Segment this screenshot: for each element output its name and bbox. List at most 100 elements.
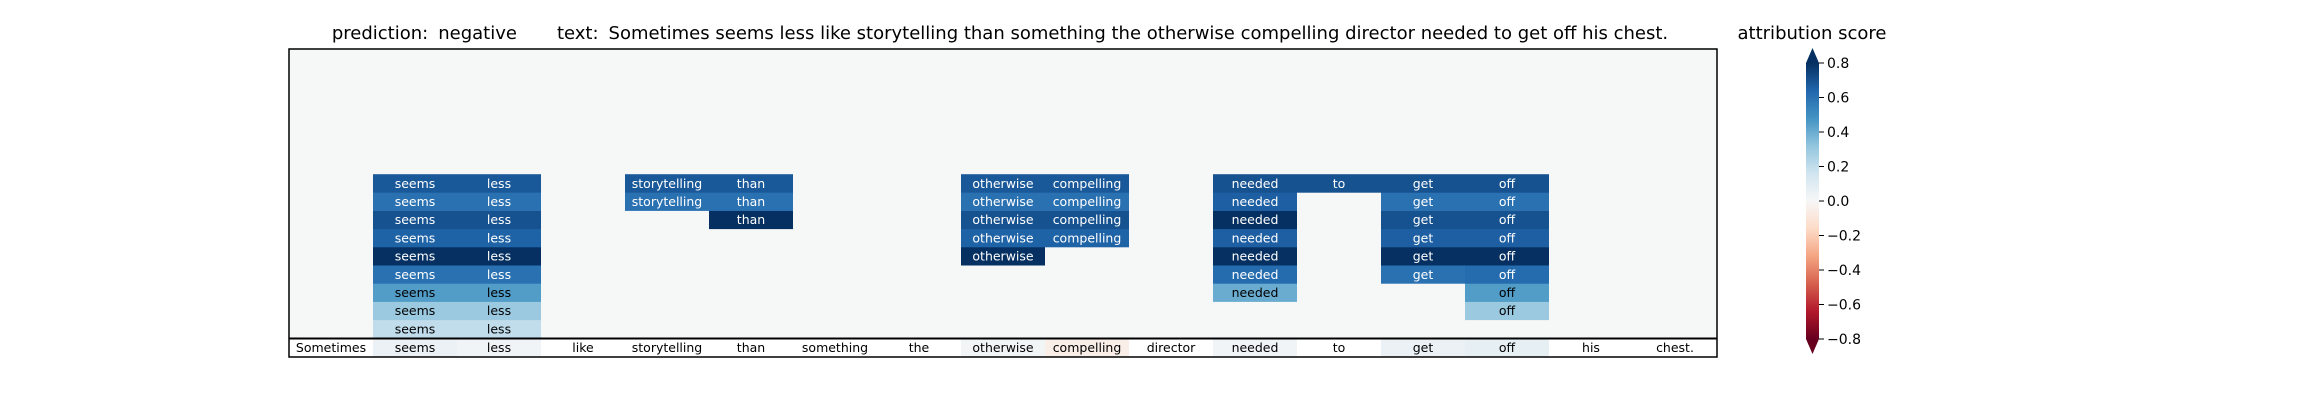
heat-cell-label: less (487, 267, 511, 282)
heat-cell (709, 210, 793, 230)
heat-cell (1213, 247, 1297, 266)
token-label: the (909, 340, 930, 355)
heat-cell (1465, 265, 1549, 284)
heat-cell (457, 192, 541, 211)
heat-cell-label: seems (395, 194, 436, 209)
heat-cell (1045, 228, 1129, 248)
heat-cell (709, 192, 793, 211)
prediction-label: prediction: (332, 23, 428, 44)
token-cell (709, 339, 793, 357)
heat-cell (1213, 265, 1297, 284)
heat-cell (373, 228, 457, 248)
heat-cell (961, 192, 1045, 211)
heat-cell (1381, 192, 1465, 211)
heat-cell-label: than (737, 176, 765, 191)
heat-cell-label: less (487, 194, 511, 209)
heat-cell (1465, 228, 1549, 248)
heat-cell-label: seems (395, 303, 436, 318)
heat-cell-label: otherwise (972, 176, 1034, 191)
heat-cell (1381, 174, 1465, 193)
heat-cell (373, 301, 457, 321)
heat-cell (1213, 192, 1297, 211)
heat-cell (373, 319, 457, 339)
heat-cell (457, 174, 541, 193)
heat-cell-label: compelling (1053, 230, 1122, 245)
heat-cell-label: seems (395, 212, 436, 227)
colorbar-tick-label: −0.4 (1827, 263, 1861, 279)
heat-cell (1297, 174, 1381, 193)
heat-cell (457, 210, 541, 230)
heat-cell (373, 210, 457, 230)
heat-cell-label: off (1499, 249, 1516, 264)
heat-cell-label: storytelling (632, 194, 702, 209)
heat-cell (1465, 210, 1549, 230)
colorbar-tick-label: −0.6 (1827, 298, 1861, 314)
heat-cell-label: seems (395, 285, 436, 300)
token-label: compelling (1053, 340, 1122, 355)
token-label: chest. (1656, 340, 1694, 355)
heat-cell (373, 174, 457, 193)
token-label: get (1413, 340, 1434, 355)
token-cell (1381, 339, 1465, 357)
colorbar-tick-label: 0.8 (1827, 56, 1849, 72)
heat-cell-label: needed (1232, 212, 1279, 227)
heat-cell (961, 210, 1045, 230)
heat-cell-label: than (737, 212, 765, 227)
heat-cell-label: less (487, 249, 511, 264)
heat-cell (1213, 174, 1297, 193)
colorbar-tick-label: 0.0 (1827, 194, 1849, 210)
token-label: seems (395, 340, 436, 355)
heat-cell-label: storytelling (632, 176, 702, 191)
heat-cell-label: seems (395, 176, 436, 191)
heat-cell (709, 174, 793, 193)
text-label: text: (557, 23, 599, 44)
colorbar-tick-label: 0.2 (1827, 160, 1849, 176)
heat-cell (373, 283, 457, 302)
heat-cell-label: get (1413, 249, 1434, 264)
heat-cell-label: get (1413, 230, 1434, 245)
token-cell (1549, 339, 1633, 357)
heat-cell (457, 301, 541, 321)
heat-cell (1381, 265, 1465, 284)
token-label: director (1147, 340, 1196, 355)
prediction-value: negative (438, 23, 517, 44)
colorbar-ticks: 0.80.60.40.20.0−0.2−0.4−0.6−0.8 (1819, 56, 1861, 348)
colorbar-extend-bottom (1806, 339, 1819, 354)
heat-cell-label: needed (1232, 194, 1279, 209)
heat-cell-label: than (737, 194, 765, 209)
heat-cell-label: otherwise (972, 230, 1034, 245)
token-label: than (737, 340, 765, 355)
heat-cell-label: to (1333, 176, 1346, 191)
heat-cell (1465, 301, 1549, 321)
token-cell (1465, 339, 1549, 357)
heat-cell (1465, 247, 1549, 266)
heat-cell (457, 265, 541, 284)
token-cell (541, 339, 625, 357)
token-label: storytelling (632, 340, 702, 355)
heat-cell-label: compelling (1053, 176, 1122, 191)
colorbar-tick-label: 0.4 (1827, 125, 1849, 141)
token-label: to (1333, 340, 1346, 355)
heat-cell-label: get (1413, 194, 1434, 209)
heat-cell (1213, 210, 1297, 230)
heat-cell (1381, 247, 1465, 266)
token-label: off (1499, 340, 1516, 355)
heat-cell-label: needed (1232, 230, 1279, 245)
heat-cell-label: seems (395, 267, 436, 282)
heat-cell (373, 192, 457, 211)
token-label: otherwise (972, 340, 1034, 355)
heatmap-axes: seems less seems less off seems less needed off s… (288, 48, 1718, 358)
heat-cell-label: otherwise (972, 194, 1034, 209)
heat-cell (457, 228, 541, 248)
heat-cell-label: less (487, 212, 511, 227)
heat-cell (1381, 228, 1465, 248)
heat-cell (1045, 210, 1129, 230)
token-cell (1297, 339, 1381, 357)
heat-cell (961, 174, 1045, 193)
token-cell (877, 339, 961, 357)
heat-cell (457, 247, 541, 266)
